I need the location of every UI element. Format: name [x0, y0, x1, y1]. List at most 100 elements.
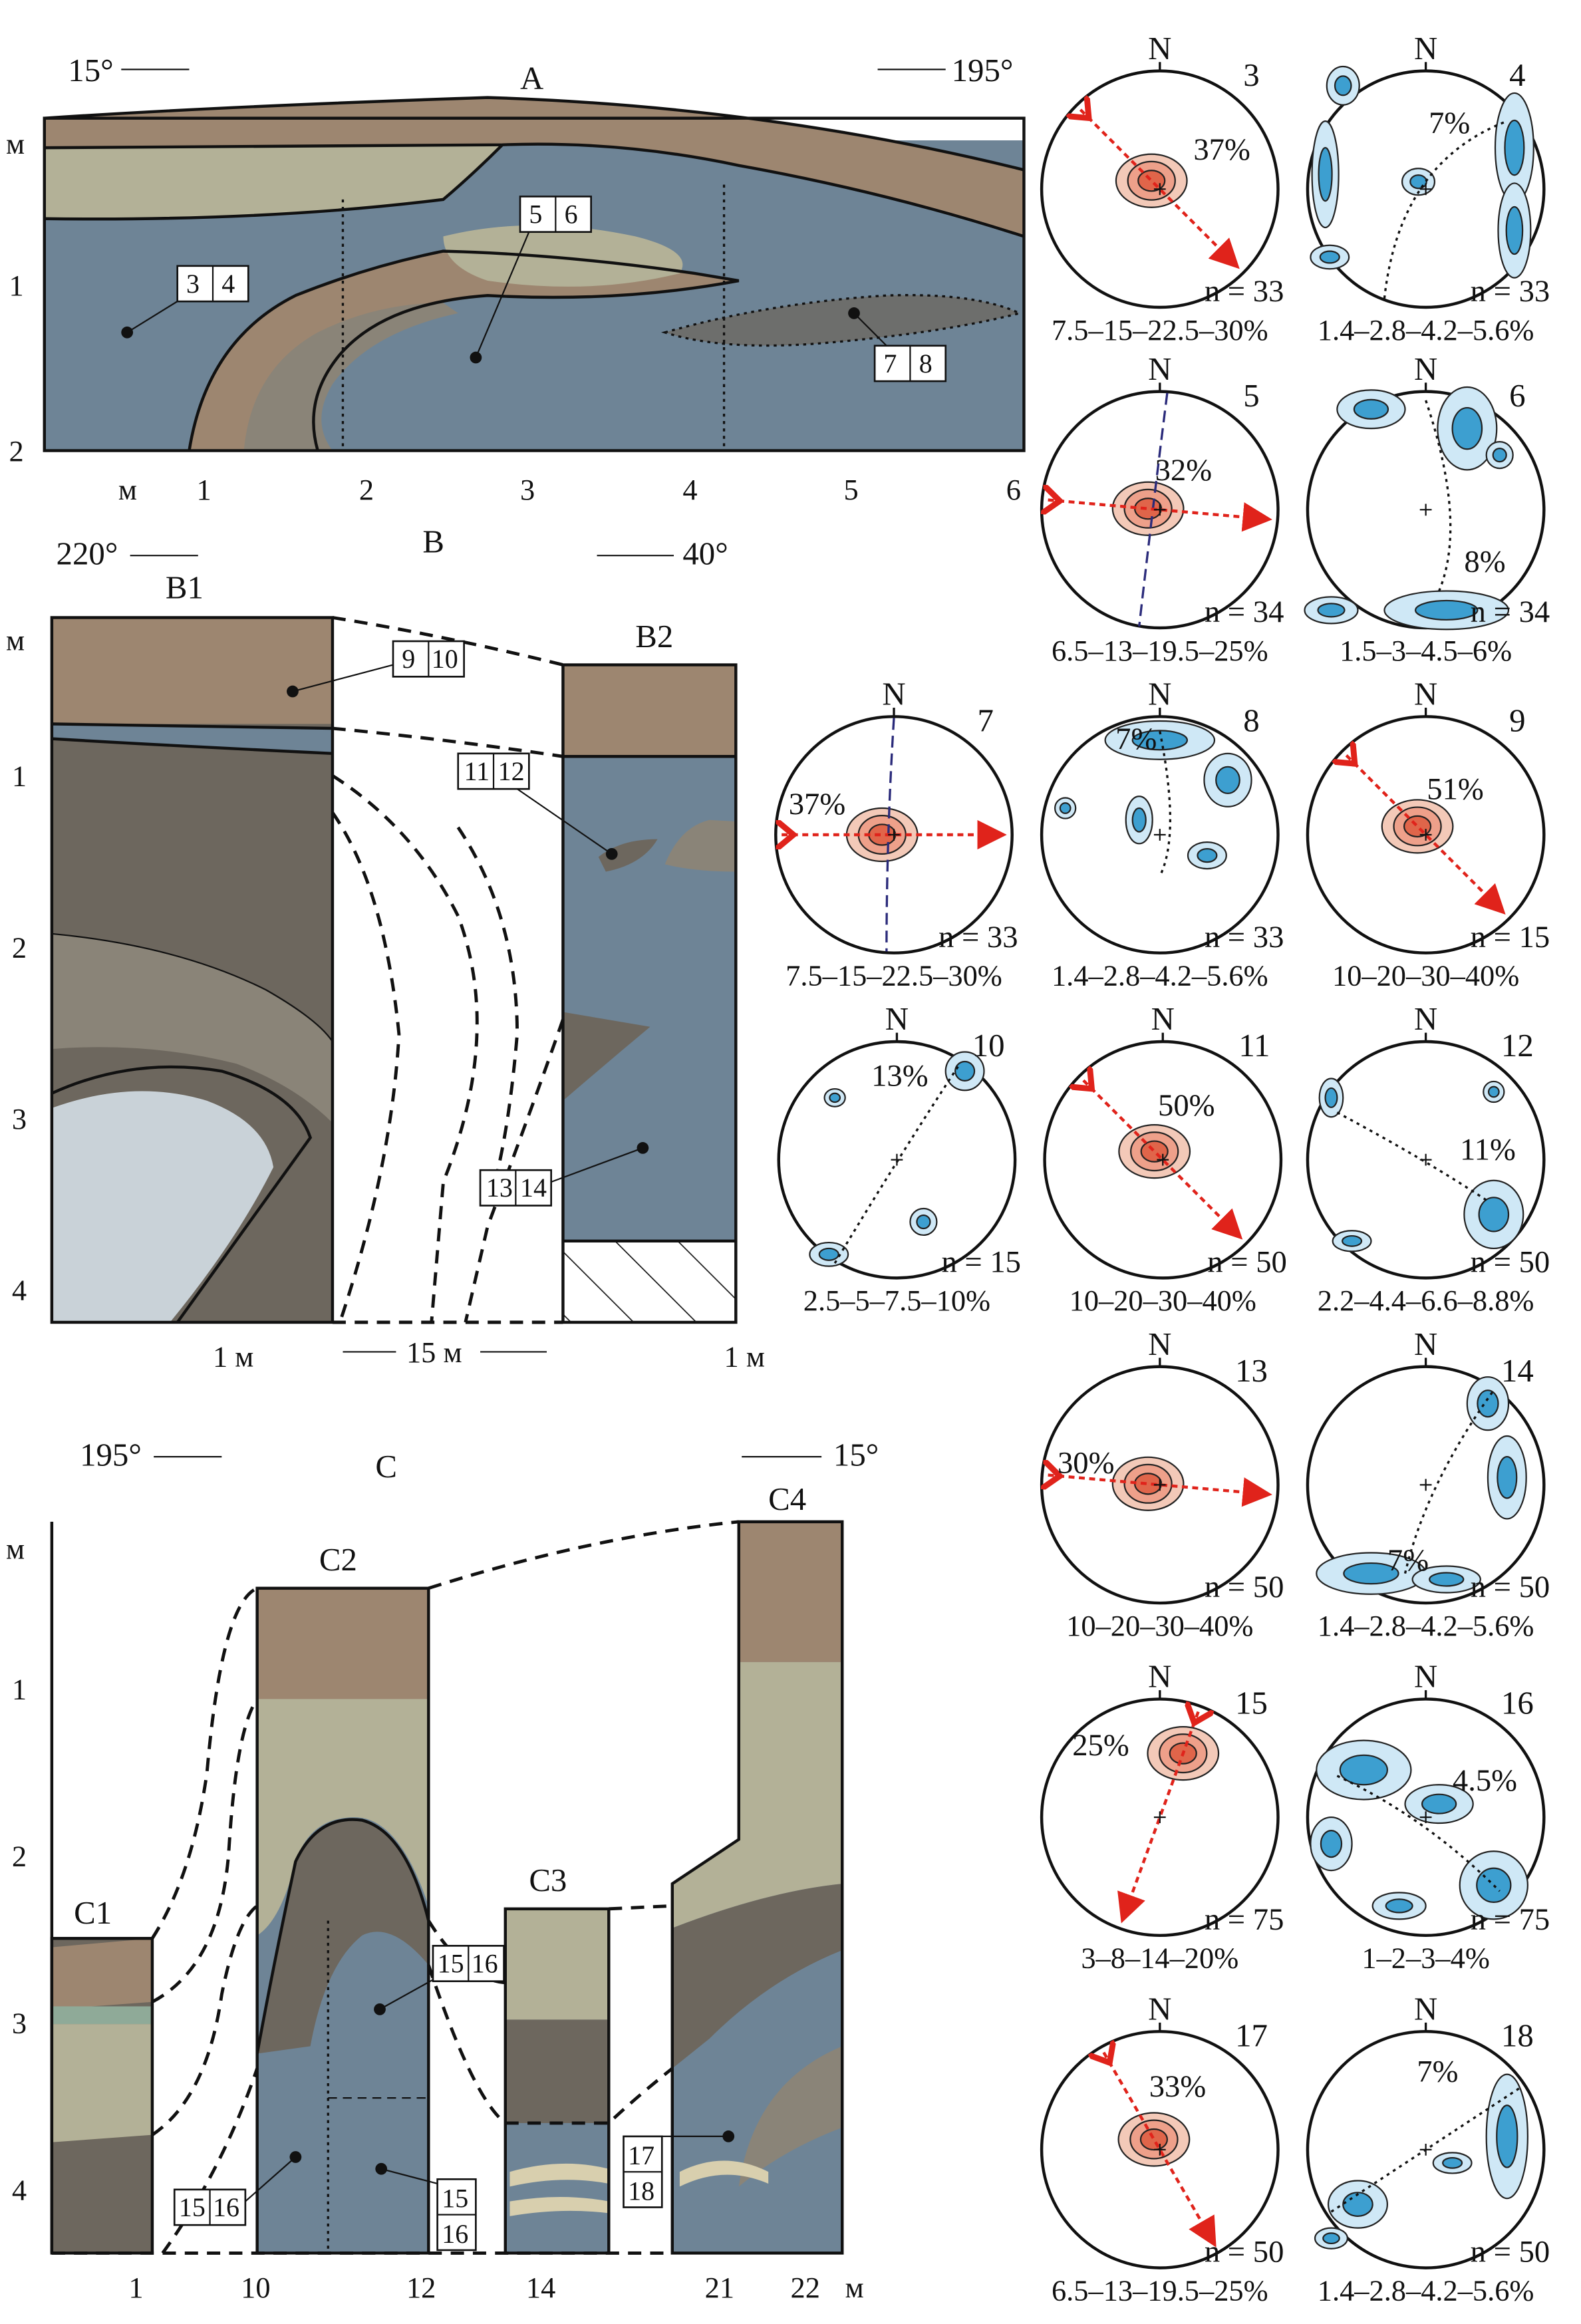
- mean-direction-arrow: [1103, 2053, 1212, 2240]
- density-contour: [1319, 250, 1340, 264]
- peak-density-label: 13%: [871, 1059, 928, 1093]
- density-contour: [1409, 174, 1427, 190]
- center-plus-icon: [1419, 504, 1432, 516]
- peak-density-label: 8%: [1464, 545, 1505, 579]
- b1-blue-layer: [51, 724, 333, 754]
- contour-scale-label: 7.5–15–22.5–30%: [786, 959, 1002, 992]
- density-contour: [1421, 1793, 1457, 1815]
- depth-unit: м: [6, 623, 25, 656]
- depth-unit: м: [6, 127, 25, 160]
- north-label: N: [1414, 1000, 1437, 1037]
- density-contour: [1339, 1754, 1388, 1786]
- peak-density-label: 7%: [1429, 106, 1470, 140]
- density-contour: [1342, 2192, 1373, 2217]
- north-label: N: [1414, 676, 1437, 712]
- svg-text:16: 16: [442, 2219, 468, 2249]
- column-b2-label: B2: [635, 618, 673, 654]
- svg-text:9: 9: [402, 644, 415, 674]
- center-plus-icon: [1419, 1479, 1432, 1491]
- density-contour: [1442, 2157, 1463, 2169]
- stereonet-number: 6: [1509, 377, 1525, 414]
- north-label: N: [1414, 1326, 1437, 1362]
- girdle-great-circle: [1336, 1111, 1489, 1203]
- mean-direction-arrow: [1083, 1080, 1236, 1233]
- stereonet-6: N68%n = 341.5–3–4.5–6%: [1304, 351, 1550, 667]
- density-contour: [1353, 398, 1389, 420]
- stereonet-number: 11: [1238, 1027, 1270, 1064]
- stereonet-number: 18: [1501, 2017, 1534, 2053]
- svg-text:13: 13: [486, 1173, 513, 1203]
- mean-direction-arrow: [1080, 110, 1233, 263]
- section-c-title: C: [375, 1448, 397, 1485]
- density-contour: [1059, 802, 1072, 814]
- svg-text:5: 5: [529, 199, 542, 229]
- sample-count-label: n = 50: [1471, 1570, 1550, 1604]
- density-contour: [1414, 599, 1479, 621]
- sample-count-label: n = 50: [1205, 1570, 1284, 1604]
- svg-text:6: 6: [565, 199, 578, 229]
- north-label: N: [1148, 676, 1171, 712]
- density-contour: [818, 1247, 839, 1261]
- sample-count-label: n = 33: [1471, 274, 1550, 309]
- x-tick: 3: [520, 473, 535, 506]
- column-c3-label: C3: [529, 1862, 567, 1898]
- sample-count-label: n = 50: [1471, 1244, 1550, 1279]
- b2-surface-layer: [563, 664, 736, 757]
- column-c1-label: C1: [74, 1894, 112, 1931]
- peak-density-label: 7%: [1387, 1543, 1429, 1578]
- density-contour: [1318, 147, 1333, 202]
- density-contour: [1139, 2128, 1169, 2151]
- x-tick: 4: [682, 473, 697, 506]
- depth-tick: 4: [12, 1274, 27, 1307]
- stereonet-number: 10: [972, 1027, 1005, 1064]
- stereonet-number: 4: [1509, 57, 1525, 93]
- b2-bedrock-hatch: [563, 1240, 736, 1323]
- peak-density-label: 32%: [1155, 453, 1212, 488]
- section-b: 220° B 40° B1 B2 м 1 2: [6, 523, 765, 1374]
- density-contour: [1429, 1572, 1465, 1587]
- density-contour: [1334, 75, 1352, 96]
- section-b-azimuth-left: 220°: [57, 535, 118, 572]
- center-plus-icon: [1153, 183, 1166, 196]
- svg-text:17: 17: [628, 2140, 654, 2170]
- section-a-azimuth-left: 15°: [68, 52, 113, 88]
- sample-count-label: n = 33: [1205, 920, 1284, 954]
- section-a-title: A: [520, 59, 543, 96]
- sample-count-label: n = 33: [1205, 274, 1284, 309]
- north-label: N: [1151, 1000, 1175, 1037]
- center-plus-icon: [1153, 829, 1166, 841]
- peak-density-label: 7%: [1115, 722, 1157, 756]
- peak-density-label: 50%: [1158, 1088, 1215, 1123]
- sample-count-label: n = 33: [938, 920, 1018, 954]
- contour-scale-label: 10–20–30–40%: [1066, 1609, 1253, 1642]
- svg-text:18: 18: [628, 2176, 654, 2206]
- x-tick: 2: [359, 473, 374, 506]
- center-plus-icon: [1153, 1479, 1166, 1491]
- center-plus-icon: [1153, 1811, 1166, 1824]
- density-contour: [1137, 170, 1166, 192]
- density-contour: [1492, 448, 1507, 463]
- mean-direction-arrow: [1346, 756, 1499, 909]
- contour-scale-label: 10–20–30–40%: [1332, 959, 1519, 992]
- north-label: N: [1148, 30, 1171, 67]
- density-contour: [1476, 1867, 1512, 1903]
- density-contour: [1322, 2232, 1340, 2245]
